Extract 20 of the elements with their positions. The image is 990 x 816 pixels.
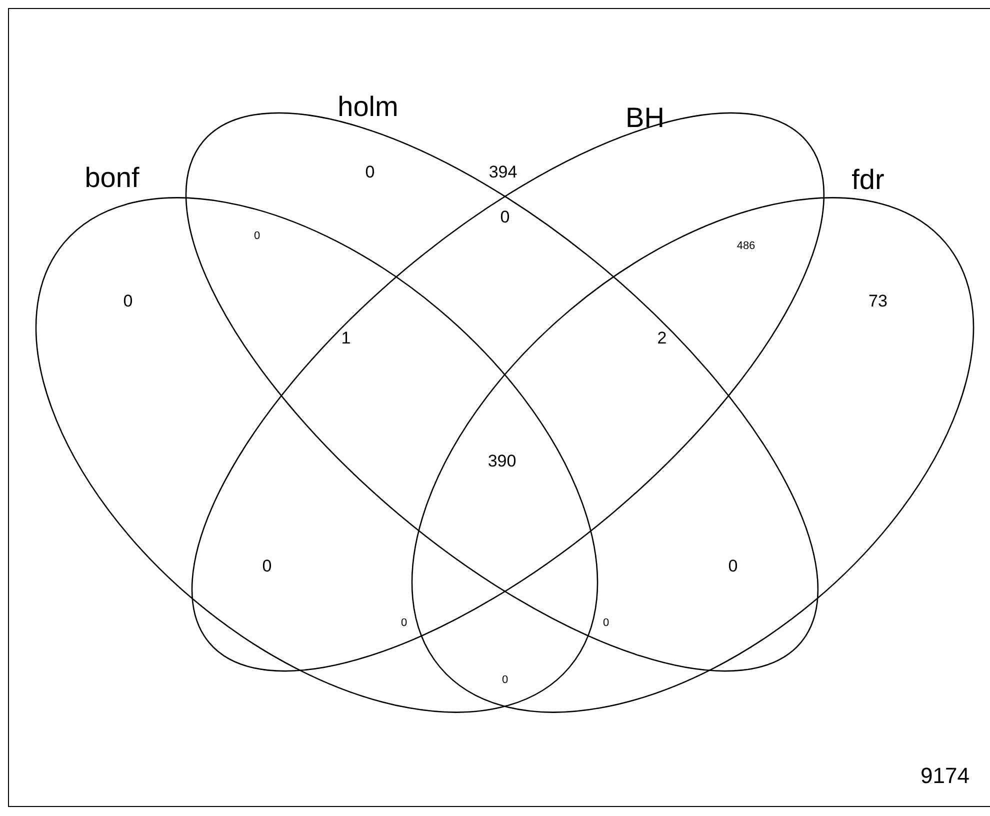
region-count: 394 — [488, 164, 518, 182]
region-count: 486 — [736, 240, 756, 252]
region-count: 0 — [728, 558, 738, 576]
region-count: 1 — [341, 330, 351, 348]
region-count: 390 — [488, 452, 516, 472]
region-count: 0 — [254, 230, 260, 242]
region-count: 0 — [262, 558, 272, 576]
region-count: 0 — [500, 208, 510, 228]
region-count: 0 — [602, 616, 610, 630]
region-count: 73 — [868, 292, 888, 312]
region-count: 0 — [123, 292, 133, 312]
set-name: BH — [626, 103, 664, 133]
set-name: fdr — [852, 165, 884, 195]
region-count: 0 — [502, 674, 508, 686]
total-count: 9174 — [920, 764, 970, 788]
region-count: 0 — [365, 164, 375, 182]
region-count: 0 — [400, 616, 408, 630]
set-name: holm — [338, 92, 398, 122]
set-name: bonf — [84, 163, 140, 193]
region-count: 2 — [657, 330, 667, 348]
